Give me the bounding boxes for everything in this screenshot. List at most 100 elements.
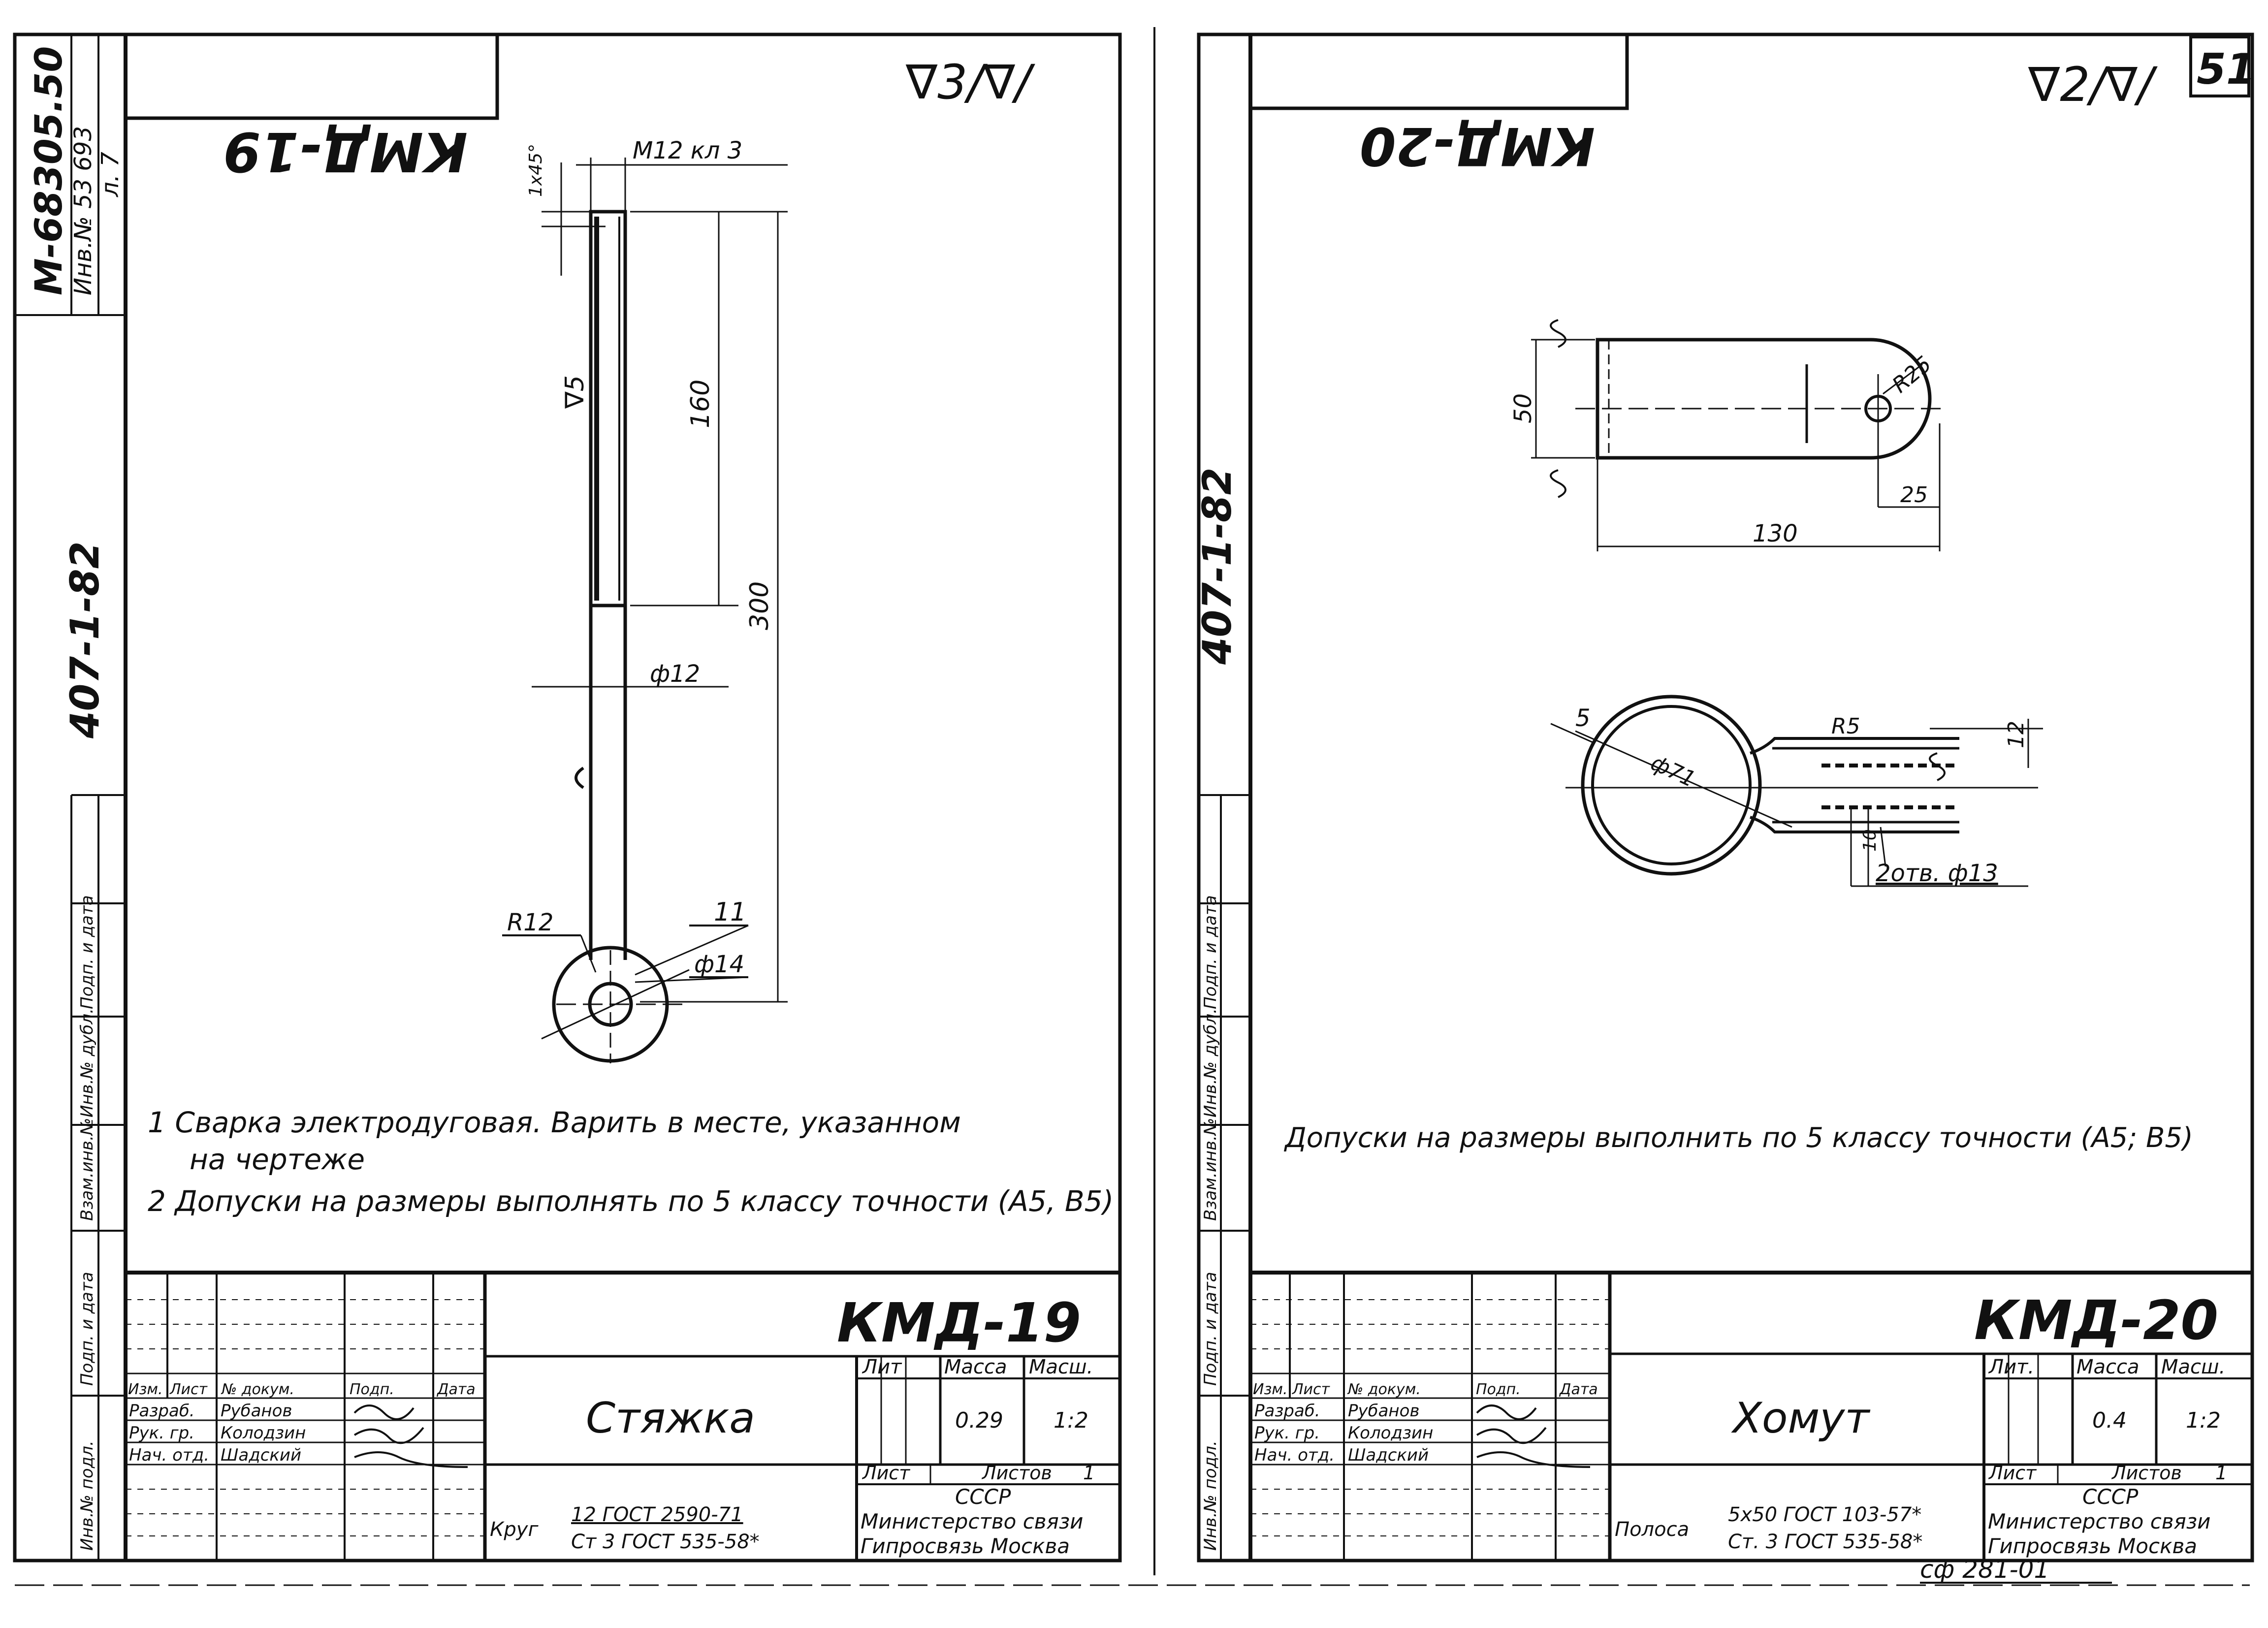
left-material-bottom: Ст 3 ГОСТ 535-58* — [571, 1531, 760, 1553]
side-col-1: Инв.№ подл. — [77, 1440, 97, 1551]
left-sheets: 1 — [1083, 1462, 1095, 1484]
left-note-1: 1 Сварка электродуговая. Варить в месте,… — [148, 1106, 961, 1139]
dim-50: 50 — [1509, 393, 1537, 423]
left-roughness: ∇3/∇/ — [905, 55, 1035, 110]
left-mass-label: Масса — [944, 1356, 1007, 1378]
right-hdr-5: Дата — [1559, 1381, 1598, 1398]
side-col-2: Подп. и дата — [77, 1272, 97, 1386]
right-side-col-5: Подп. и дата — [1201, 895, 1220, 1009]
right-role-1: Разраб. — [1254, 1401, 1320, 1421]
right-hdr-1: Изм. — [1253, 1381, 1288, 1398]
side-archive-number: М-68305.50 — [27, 46, 70, 295]
dim-11: 11 — [714, 897, 746, 927]
right-org-2: Министерство связи — [1988, 1509, 2210, 1533]
right-material-bottom: Ст. 3 ГОСТ 535-58* — [1728, 1531, 1922, 1553]
right-mass: 0.4 — [2092, 1408, 2127, 1433]
right-person-3: Шадский — [1348, 1445, 1429, 1465]
left-hdr-4: Подп. — [350, 1381, 394, 1398]
side-inventory-number: Инв.№ 53 693 — [69, 126, 97, 295]
right-sheet-label: Лист — [1988, 1462, 2037, 1484]
left-signatures — [353, 1405, 468, 1468]
right-hdr-4: Подп. — [1476, 1381, 1521, 1398]
left-note-1b: на чертеже — [190, 1143, 365, 1176]
left-sheet-label: Лист — [862, 1462, 911, 1484]
left-person-2: Колодзин — [221, 1423, 306, 1443]
dim-chamfer: 1х45° — [526, 144, 546, 197]
right-sheet-border — [1197, 32, 2254, 1563]
right-side-col-2: Подп. и дата — [1201, 1272, 1220, 1386]
left-hdr-5: Дата — [436, 1381, 476, 1398]
right-lit-label: Лит. — [1988, 1356, 2034, 1378]
dim-300: 300 — [745, 581, 774, 630]
right-material-top: 5х50 ГОСТ 103-57* — [1728, 1503, 1921, 1526]
rough-5: ∇5 — [560, 375, 590, 409]
right-title-block — [1250, 1271, 2252, 1584]
right-side-col-1: Инв.№ подл. — [1201, 1440, 1220, 1551]
right-role-3: Нач. отд. — [1254, 1445, 1335, 1465]
right-title-name: Хомут — [1731, 1394, 1871, 1443]
side-col-3: Взам.инв.№ — [77, 1118, 97, 1221]
left-lit-label: Лит — [862, 1356, 902, 1378]
right-mass-label: Масса — [2076, 1356, 2140, 1378]
side-project-number: 407-1-82 — [62, 542, 108, 739]
dim-holes: 2отв. ф13 — [1876, 860, 1998, 887]
dim-dia-12: ф12 — [650, 660, 700, 688]
right-scale: 1:2 — [2186, 1408, 2221, 1433]
right-signatures — [1476, 1405, 1591, 1468]
dim-25: 25 — [1900, 482, 1928, 508]
left-role-3: Нач. отд. — [129, 1445, 209, 1465]
right-hdr-3: № докум. — [1347, 1381, 1421, 1398]
left-top-label: КМД-19 — [224, 120, 468, 183]
right-side-col-4: Инв.№ дубл. — [1201, 1008, 1220, 1117]
left-org-2: Министерство связи — [861, 1509, 1083, 1533]
left-hdr-2: Лист — [169, 1381, 208, 1398]
dim-r-12: R12 — [507, 909, 553, 936]
side-col-5: Подп. и дата — [77, 895, 97, 1009]
dim-dia-14: ф14 — [694, 951, 744, 978]
dim-5: 5 — [1575, 704, 1591, 732]
left-note-2: 2 Допуски на размеры выполнять по 5 клас… — [148, 1184, 1114, 1218]
dim-160: 160 — [686, 380, 715, 428]
dim-thread: М12 кл 3 — [633, 137, 742, 164]
rod-drawing — [502, 158, 788, 1063]
dim-dia-71: ф71 — [1647, 750, 1699, 793]
right-title-code: КМД-20 — [1974, 1289, 2218, 1352]
left-sheets-label: Листов — [981, 1462, 1052, 1484]
left-sheet-border — [13, 32, 1122, 1563]
right-top-label: КМД-20 — [1360, 116, 1595, 176]
right-person-2: Колодзин — [1348, 1423, 1433, 1443]
right-roughness: ∇2/∇/ — [2028, 57, 2158, 112]
right-note-1: Допуски на размеры выполнить по 5 классу… — [1283, 1122, 2193, 1154]
left-person-1: Рубанов — [221, 1401, 292, 1421]
side-col-4: Инв.№ дубл. — [77, 1008, 97, 1117]
right-sheets: 1 — [2215, 1462, 2227, 1484]
left-role-1: Разраб. — [129, 1401, 195, 1421]
sheet-number: 51 — [2197, 45, 2256, 94]
left-scale-label: Масш. — [1029, 1356, 1093, 1378]
left-person-3: Шадский — [221, 1445, 301, 1465]
right-role-2: Рук. гр. — [1254, 1423, 1320, 1443]
left-title-code: КМД-19 — [837, 1291, 1081, 1354]
dim-r-5: R5 — [1831, 714, 1860, 739]
right-side-col-3: Взам.инв.№ — [1201, 1118, 1220, 1221]
side-sheet-ref: л. 7 — [96, 152, 124, 197]
right-hdr-2: Лист — [1292, 1381, 1331, 1398]
right-person-1: Рубанов — [1348, 1401, 1420, 1421]
left-material-top: 12 ГОСТ 2590-71 — [571, 1503, 743, 1526]
right-org-1: СССР — [2082, 1485, 2139, 1509]
dim-130: 130 — [1753, 520, 1798, 547]
left-title-name: Стяжка — [586, 1394, 755, 1443]
right-side-project-number: 407-1-82 — [1194, 468, 1240, 665]
left-scale: 1:2 — [1054, 1408, 1088, 1433]
right-material-label: Полоса — [1615, 1518, 1689, 1541]
left-material-label: Круг — [490, 1518, 539, 1541]
bottom-code: сф 281-01 — [1920, 1555, 2049, 1584]
left-mass: 0.29 — [955, 1408, 1003, 1433]
left-org-1: СССР — [955, 1485, 1011, 1509]
dim-12: 12 — [2004, 721, 2029, 748]
left-hdr-1: Изм. — [128, 1381, 163, 1398]
left-org-3: Гипросвязь Москва — [861, 1534, 1070, 1558]
left-hdr-3: № докум. — [221, 1381, 294, 1398]
